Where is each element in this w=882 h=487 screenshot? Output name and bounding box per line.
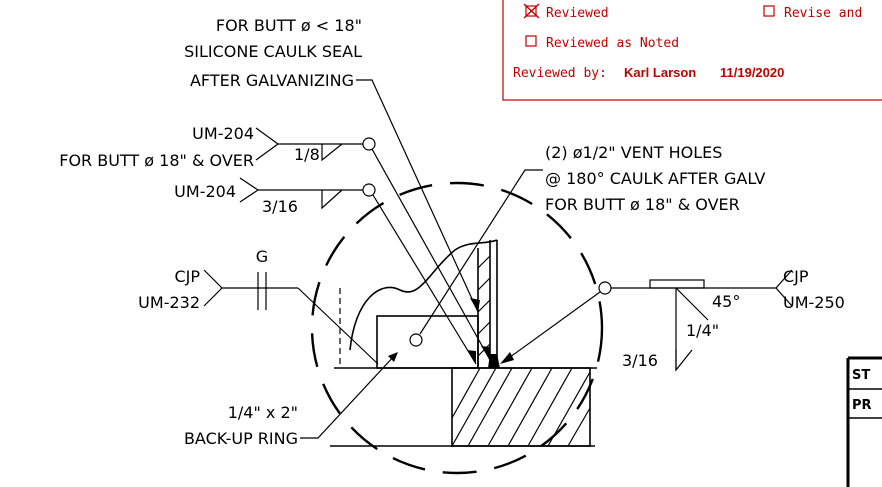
cjp-right-all-around-circle — [598, 281, 612, 295]
weld2-fillet-symbol — [321, 189, 343, 210]
cjp-right-angle: 45° — [712, 292, 740, 311]
backup-ring-label: BACK-UP RING — [184, 429, 298, 448]
caulk-note-line1: FOR BUTT ø < 18" — [216, 16, 362, 35]
weld2-spec: UM-204 — [174, 182, 236, 201]
title-block-row2: PR — [852, 398, 872, 413]
cjp-right-bevel-line — [675, 287, 709, 321]
stamp-revise-label: Revise and — [784, 6, 862, 21]
weld2-all-around-circle — [362, 183, 376, 197]
section-break-line — [349, 239, 498, 351]
weld1-size: 1/8 — [294, 145, 320, 164]
cjp-right-label: CJP — [783, 267, 809, 286]
title-block-row1: ST — [852, 368, 870, 383]
reviewed-noted-checkbox — [525, 35, 537, 47]
cjp-right-groove-size: 1/4" — [686, 321, 719, 340]
weld1-tail — [255, 127, 280, 161]
vent-note-line1: (2) ø1/2" VENT HOLES — [545, 143, 722, 162]
base-plate-hatch — [451, 367, 591, 447]
weld-callout-2: UM-204 3/16 — [174, 177, 477, 365]
cjp-right-arrowhead — [500, 352, 514, 364]
review-stamp: Reviewed Revise and Reviewed as Noted Re… — [502, 0, 882, 101]
backup-ring-size: 1/4" x 2" — [228, 403, 298, 422]
detail-boundary-circle — [310, 181, 604, 475]
cjp-right-callout: CJP UM-250 45° 1/4" 3/16 — [500, 267, 845, 372]
cjp-right-spec: UM-250 — [783, 293, 845, 312]
base-plate-hatched-section — [451, 367, 591, 447]
revise-checkbox — [763, 5, 775, 17]
backup-ring-arrowhead — [388, 352, 398, 362]
cjp-right-fillet-symbol — [675, 349, 693, 372]
stamp-reviewed-by-label: Reviewed by: — [513, 66, 607, 81]
backup-ring — [376, 315, 479, 369]
stamp-review-date: 11/19/2020 — [720, 65, 784, 80]
weld1-condition: FOR BUTT ø 18" & OVER — [59, 151, 254, 170]
vent-hole-circle — [409, 333, 423, 347]
vent-leader-line — [419, 169, 543, 335]
cjp-left-tail — [203, 269, 223, 307]
cjp-right-fillet-size: 3/16 — [622, 351, 658, 370]
weld1-arrow-line — [371, 148, 491, 361]
reviewed-checkbox — [523, 3, 540, 19]
backup-ring-leader-line — [300, 353, 397, 439]
weld-callout-1: UM-204 FOR BUTT ø 18" & OVER 1/8 — [59, 124, 491, 361]
cjp-right-tail — [775, 269, 793, 307]
cjp-left-spec: UM-232 — [138, 293, 200, 312]
vent-note-line3: FOR BUTT ø 18" & OVER — [545, 195, 740, 214]
weld1-arrowhead — [481, 346, 490, 360]
cjp-left-arrow-line — [297, 287, 379, 365]
groove-weld-bead — [488, 354, 500, 368]
stamp-border — [502, 0, 882, 101]
cjp-left-callout: CJP UM-232 G — [138, 247, 379, 365]
weld1-all-around-circle — [362, 137, 376, 151]
weld1-spec: UM-204 — [192, 124, 254, 143]
cjp-right-backing-symbol — [649, 279, 705, 289]
weld2-tail — [239, 177, 260, 203]
weld1-fillet-symbol — [321, 143, 343, 162]
vent-note: (2) ø1/2" VENT HOLES @ 180° CAULK AFTER … — [409, 143, 765, 347]
weld2-size: 3/16 — [262, 197, 298, 216]
stamp-reviewer-name: Karl Larson — [624, 65, 696, 80]
stamp-reviewed-noted-label: Reviewed as Noted — [546, 36, 679, 51]
caulk-note-line2: SILICONE CAULK SEAL — [184, 42, 362, 61]
title-block: ST PR — [846, 356, 882, 487]
vent-note-line2: @ 180° CAULK AFTER GALV — [545, 169, 765, 188]
cjp-left-gap-label: G — [256, 247, 268, 266]
weld2-arrow-line — [372, 194, 477, 365]
butt-joint-geometry — [310, 181, 604, 475]
cjp-left-label: CJP — [174, 267, 200, 286]
cjp-right-arrow-line — [505, 291, 601, 361]
stamp-reviewed-label: Reviewed — [546, 6, 609, 21]
caulk-note-line3: AFTER GALVANIZING — [190, 71, 354, 90]
backup-ring-note: 1/4" x 2" BACK-UP RING — [184, 352, 398, 448]
caulk-leader-line — [356, 79, 479, 313]
weld2-arrowhead — [467, 350, 476, 364]
pole-wall-hatch — [477, 255, 491, 357]
